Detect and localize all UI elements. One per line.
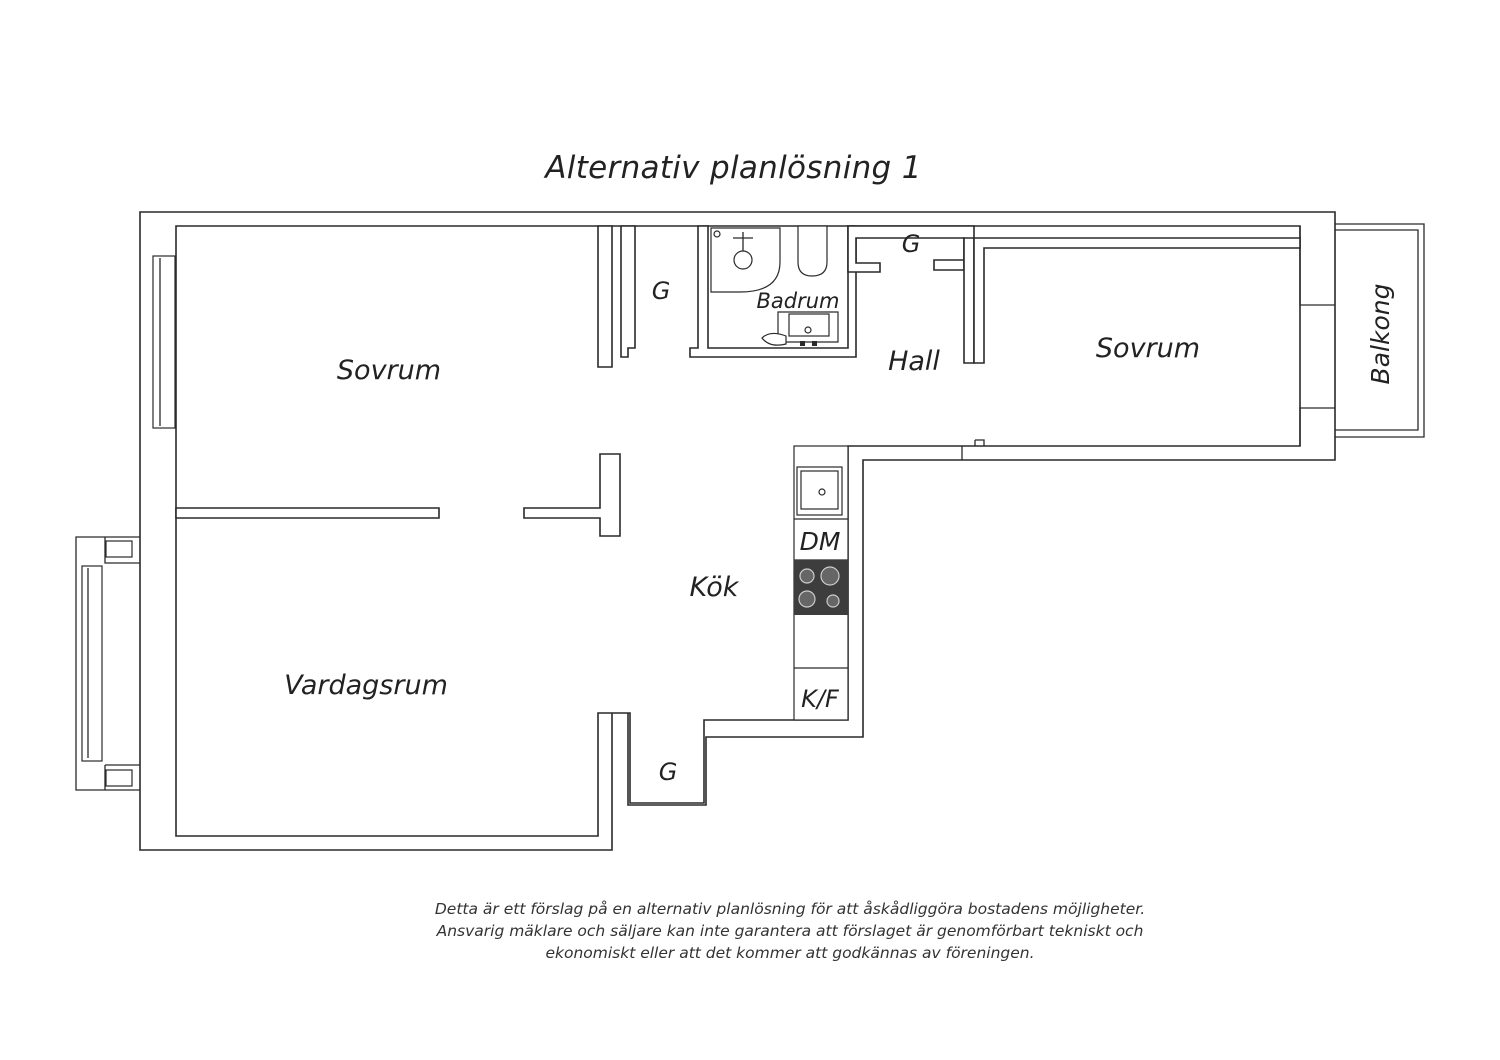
label-balkong: Balkong <box>1366 284 1395 385</box>
window-bay <box>81 565 103 762</box>
stove <box>794 560 848 615</box>
closet-wall <box>597 225 613 368</box>
label-garderob-top-left: G <box>652 277 671 305</box>
label-garderob-top-right: G <box>902 230 921 258</box>
disclaimer-line-1: Detta är ett förslag på en alternativ pl… <box>434 900 1146 918</box>
label-sovrum-right: Sovrum <box>1096 333 1200 364</box>
bedroom-divider-right <box>523 453 621 537</box>
plan-title: Alternativ planlösning 1 <box>545 150 922 186</box>
disclaimer-line-3: ekonomiskt eller att det kommer att godk… <box>545 944 1035 962</box>
bay-wall-inner <box>104 537 140 790</box>
label-sovrum-left: Sovrum <box>337 355 441 386</box>
label-fridge-freezer: K/F <box>801 685 840 713</box>
outer-wall <box>139 211 1336 851</box>
toilet <box>797 225 828 277</box>
hall-wall-right <box>963 237 975 364</box>
bedroom-divider-left <box>175 507 440 519</box>
label-vardagsrum: Vardagsrum <box>284 670 448 701</box>
label-hall: Hall <box>888 346 940 377</box>
disclaimer: Detta är ett förslag på en alternativ pl… <box>390 898 1190 964</box>
bay-wall <box>75 536 140 791</box>
label-badrum: Badrum <box>756 289 839 313</box>
disclaimer-line-2: Ansvarig mäklare och säljare kan inte ga… <box>436 922 1144 940</box>
window-left-upper <box>152 255 176 429</box>
label-garderob-bottom: G <box>659 758 678 786</box>
balcony-outline <box>1335 223 1425 438</box>
label-dishwasher: DM <box>800 527 841 556</box>
label-kok: Kök <box>690 572 740 603</box>
